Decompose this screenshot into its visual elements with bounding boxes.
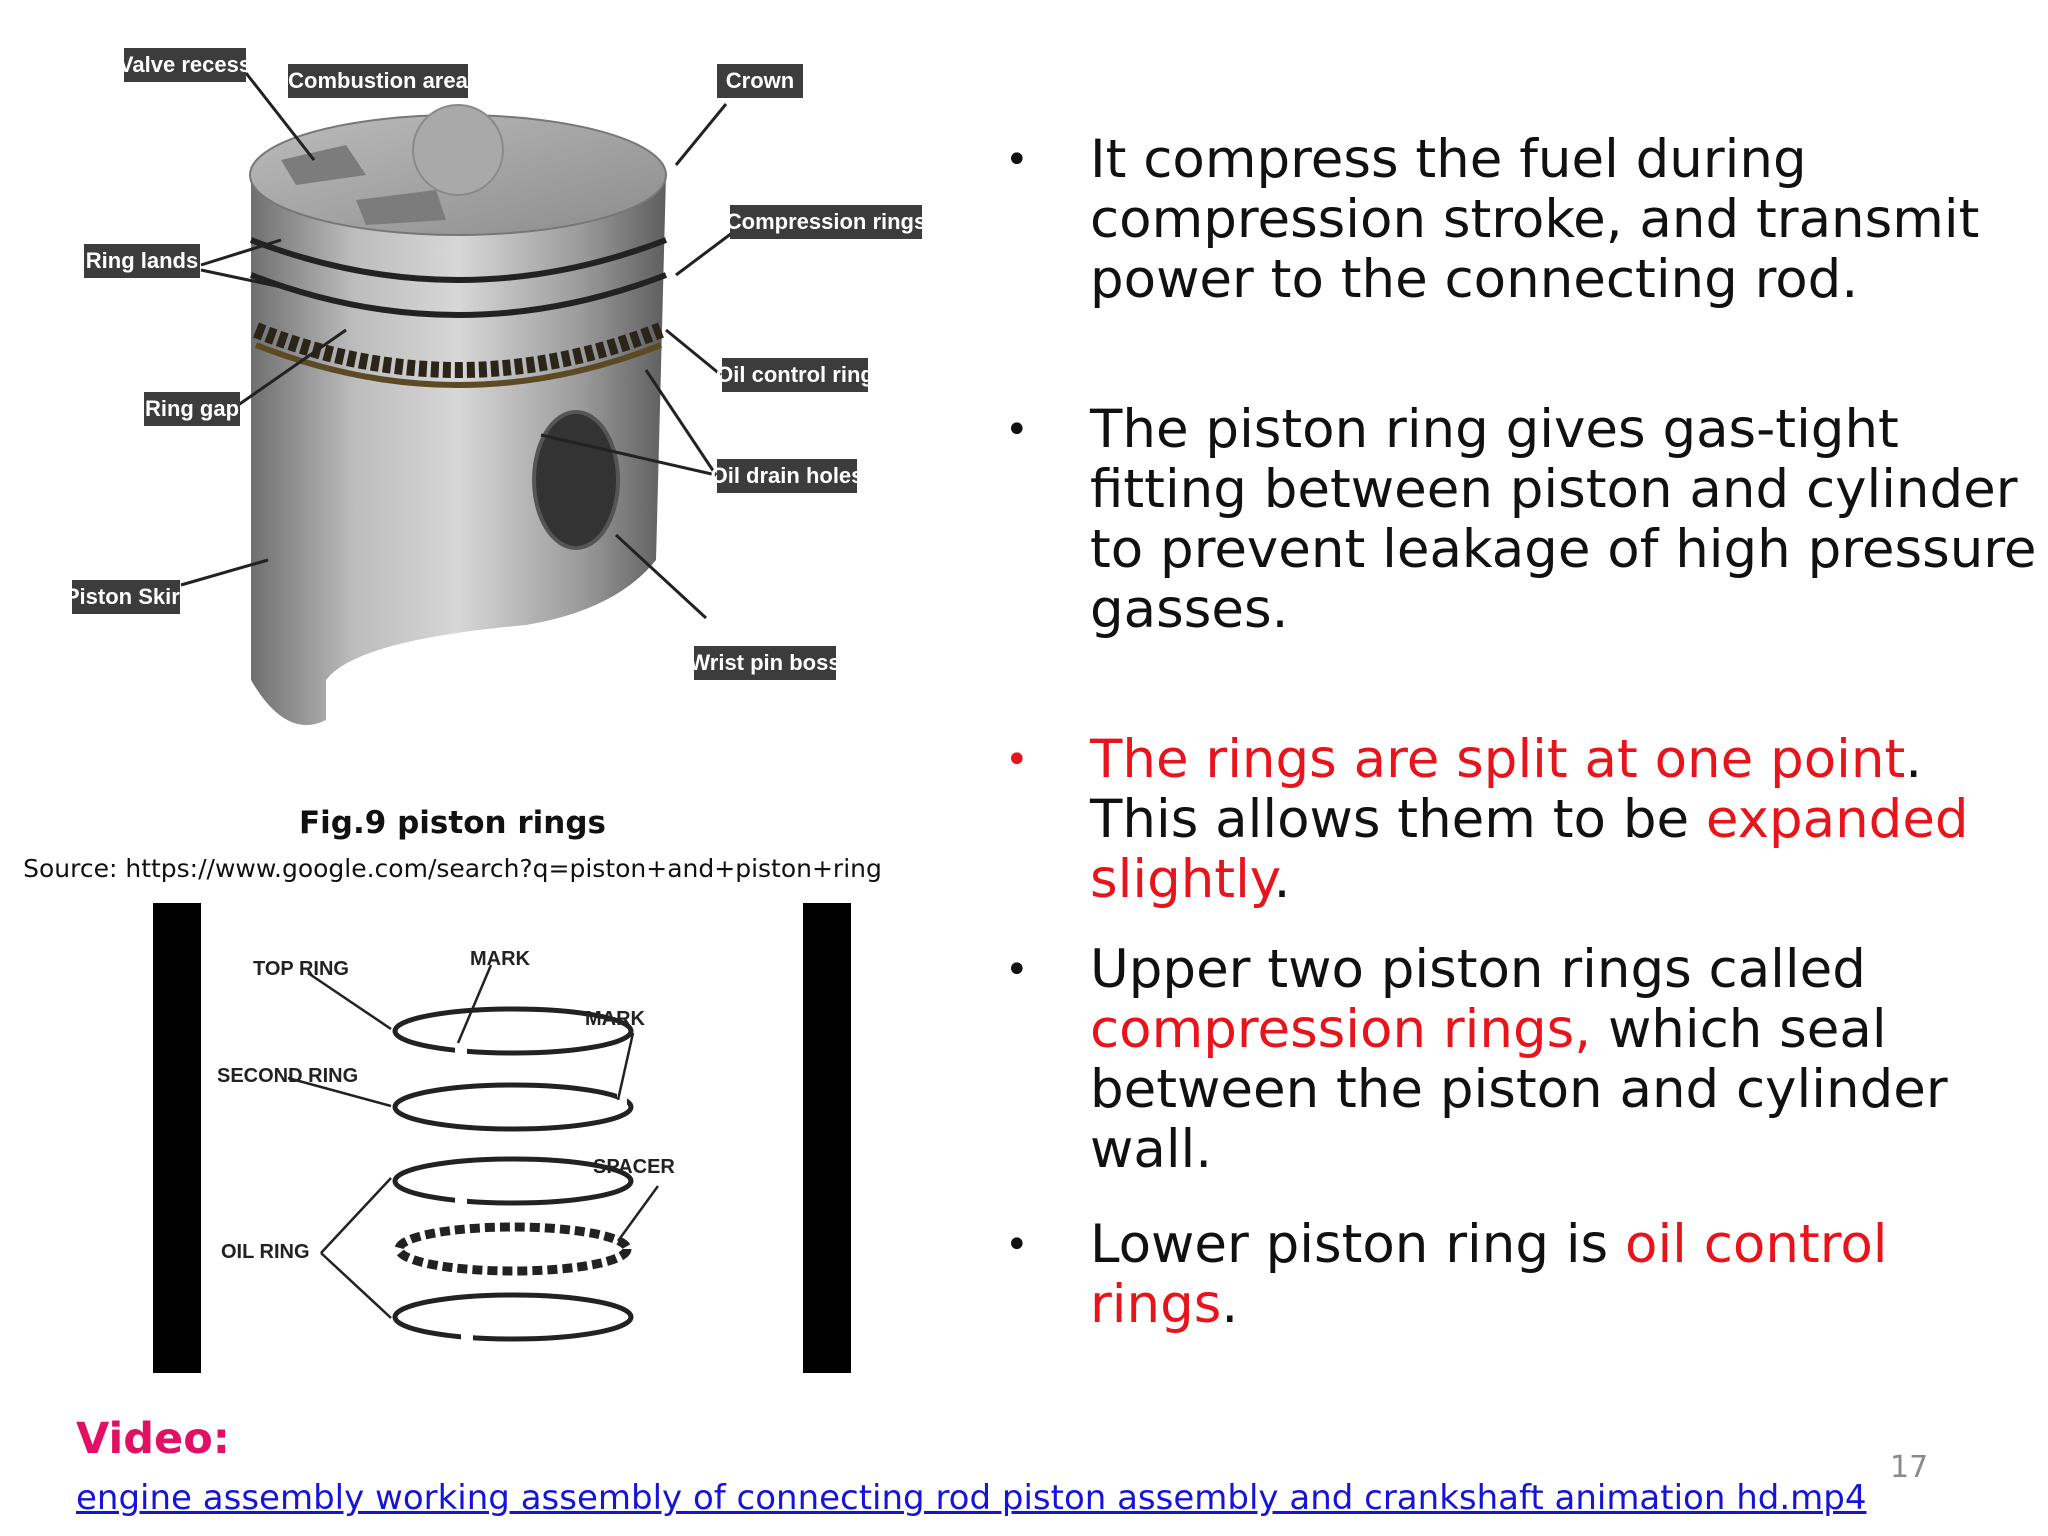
callout-piston-skirt-text: Piston Skirt (65, 584, 188, 609)
label-oil-ring: OIL RING (221, 1241, 310, 1263)
figure-caption: Fig.9 piston rings (298, 805, 606, 841)
callout-valve-recess: Valve recess (119, 48, 251, 82)
right-border-bar (803, 903, 851, 1373)
bullet-5-black: Lower piston ring is (1090, 1214, 1626, 1275)
left-border-bar (153, 903, 201, 1373)
callout-ring-gap-text: Ring gap (145, 396, 239, 421)
callout-valve-recess-text: Valve recess (119, 52, 251, 77)
bullet-glyph: • (1005, 737, 1029, 783)
label-spacer: SPACER (593, 1156, 675, 1178)
video-link[interactable]: engine assembly working assembly of conn… (76, 1478, 1867, 1518)
oil-ring-upper-rail (392, 1156, 634, 1206)
valve-recess-shape (281, 145, 366, 185)
bullet-glyph: • (1005, 1222, 1029, 1268)
wrist-pin-hole (532, 410, 620, 550)
callout-combustion-area: Combustion area (288, 64, 469, 98)
bullet-5-black-2: . (1221, 1274, 1239, 1335)
bullet-text-1: It compress the fuel during compression … (1090, 129, 1980, 310)
bullet-glyph: • (1005, 137, 1029, 183)
page-number: 17 (1890, 1450, 1929, 1485)
callout-crown-text: Crown (726, 68, 794, 93)
callout-oil-drain-holes-text: Oil drain holes (711, 463, 864, 488)
second-ring (392, 1082, 634, 1132)
callout-ring-lands-text: Ring lands (86, 248, 198, 273)
label-top-ring: TOP RING (253, 958, 349, 980)
bullet-4-red: compression rings, (1090, 999, 1592, 1060)
label-mark-1: MARK (470, 948, 531, 970)
bullet-item-1: • It compress the fuel during compressio… (1005, 130, 2045, 310)
bullet-item-2: • The piston ring gives gas-tight fittin… (1005, 400, 2045, 640)
callout-compression-rings-text: Compression rings (726, 209, 926, 234)
callout-crown: Crown (717, 64, 803, 98)
top-ring (392, 1006, 634, 1056)
callout-compression-rings: Compression rings (726, 205, 926, 239)
callout-combustion-area-text: Combustion area (288, 68, 468, 93)
oil-ring-lower-rail (392, 1292, 634, 1342)
bullet-item-3: • The rings are split at one point. This… (1005, 730, 2045, 910)
piston-body (251, 175, 666, 725)
video-label: Video: (76, 1414, 230, 1464)
bullet-glyph: • (1005, 947, 1029, 993)
bullet-3-red-2: expanded slightly (1090, 789, 1969, 910)
bullet-3-red-1: The rings are split at one point (1090, 729, 1906, 790)
label-second-ring: SECOND RING (217, 1065, 358, 1087)
figure-source: Source: https://www.google.com/search?q=… (23, 854, 882, 883)
callout-oil-control-ring-text: Oil control ring (716, 362, 874, 387)
bullet-item-4: • Upper two piston rings called compress… (1005, 940, 2045, 1180)
bullet-text-4: Upper two piston rings called compressio… (1090, 940, 2045, 1180)
bullet-text-5: Lower piston ring is oil control rings. (1090, 1215, 2045, 1335)
bullet-4-black-1: Upper two piston rings called (1090, 939, 1866, 1000)
callout-ring-lands: Ring lands (84, 244, 200, 278)
callout-wrist-pin-boss-text: Wrist pin boss (689, 650, 840, 675)
bullet-3-black-1: . This allows them to be (1090, 729, 1923, 850)
callout-oil-drain-holes: Oil drain holes (711, 459, 864, 493)
piston-diagram: Valve recess Combustion area Crown Compr… (65, 48, 926, 725)
bullet-text-3: The rings are split at one point. This a… (1090, 730, 2045, 910)
callout-piston-skirt: Piston Skirt (65, 580, 188, 614)
bullet-5-red: oil control rings (1090, 1214, 1888, 1335)
callout-oil-control-ring: Oil control ring (716, 358, 874, 392)
label-mark-2: MARK (585, 1008, 646, 1030)
callout-ring-gap: Ring gap (144, 392, 240, 426)
spacer-ring (394, 1222, 632, 1276)
bullet-text-2: The piston ring gives gas-tight fitting … (1090, 399, 2037, 640)
bullet-3-black-2: . (1273, 849, 1291, 910)
piston-rings-diagram: TOP RING MARK MARK SECOND RING SPACER OI… (153, 903, 851, 1373)
callout-wrist-pin-boss: Wrist pin boss (689, 646, 841, 680)
bullet-item-5: • Lower piston ring is oil control rings… (1005, 1215, 2045, 1335)
bullet-4-black-2: which seal between the piston and cylind… (1090, 999, 1948, 1180)
bullet-glyph: • (1005, 407, 1029, 453)
